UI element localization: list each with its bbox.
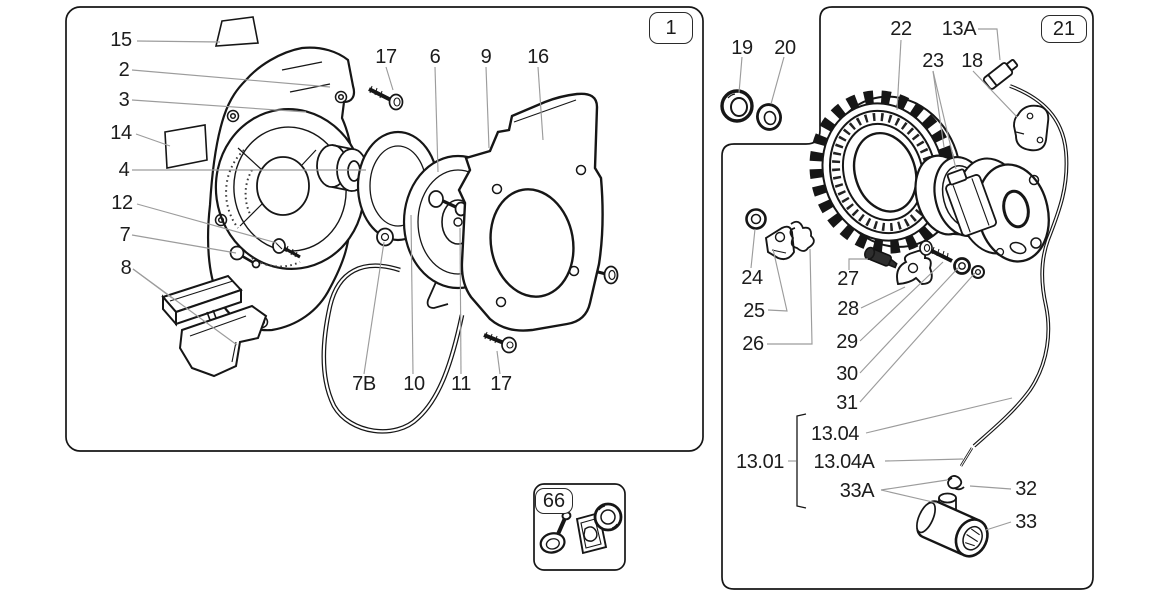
nut-7b: [376, 227, 394, 247]
leader-line-9: [485, 66, 490, 149]
decal-15: [214, 16, 259, 47]
leader-line-19: [738, 56, 743, 94]
panel-21-badge: 21: [1041, 15, 1087, 43]
gasket-16: [457, 92, 604, 332]
leader-line-3: [131, 99, 307, 113]
leader-line-20: [770, 56, 785, 105]
leader-line-26: [767, 248, 813, 345]
panel-1-frame: [65, 6, 704, 452]
washer-24: [745, 208, 767, 230]
decal-14: [164, 124, 208, 169]
leader-line-6: [434, 66, 439, 173]
leader-line-17: [496, 350, 501, 375]
leader-line-28: [860, 286, 906, 309]
leader-line-25: [767, 248, 788, 312]
leader-line-14: [135, 133, 171, 147]
flywheel-gear-22: [809, 90, 962, 254]
leader-line-16: [537, 66, 544, 141]
leader-line-22: [896, 39, 902, 111]
washer-31: [971, 265, 985, 279]
group-bracket-13-01: [796, 413, 807, 509]
sensor-bolt-27: [864, 246, 898, 269]
panel-1-badge: 1: [649, 12, 693, 44]
bracket-28: [896, 249, 933, 286]
leader-line-10: [410, 214, 414, 375]
panel-frames: [65, 6, 1094, 590]
panel-21-drawing: [720, 58, 1069, 558]
leader-line-24: [750, 228, 756, 269]
ignition-wire: [959, 84, 1069, 467]
cable-connector-13a: [982, 58, 1019, 90]
spring-32: [947, 475, 965, 491]
leader-line-8: [132, 268, 238, 346]
spark-plug-cap-33: [916, 492, 989, 558]
leader-line-2: [131, 69, 331, 88]
inset-seal-part: [593, 502, 623, 532]
leader-line-13-04a: [884, 458, 964, 462]
washer-20: [756, 103, 782, 131]
leader-line-23: [932, 70, 957, 170]
panel-1-drawing: [161, 16, 619, 434]
leader-line-30: [859, 266, 960, 374]
starter-lever: [178, 304, 268, 378]
leader-line-33: [985, 521, 1012, 531]
leader-line-7: [131, 234, 237, 254]
spring-26: [789, 220, 815, 252]
leader-line-33a: [880, 479, 948, 491]
panel-66-badge: 66: [535, 488, 573, 514]
stator-plate-18: [945, 157, 1050, 263]
leader-line-32: [969, 485, 1012, 490]
screw-17-top: [368, 85, 404, 111]
connector-plate-18: [1013, 104, 1050, 152]
leader-line-23: [932, 70, 945, 148]
bushing-19: [720, 89, 754, 123]
screw-17-bottom: [483, 331, 517, 354]
leader-line-18: [972, 70, 1018, 118]
leader-line-33a: [880, 489, 938, 504]
flanged-nut-30: [953, 257, 971, 275]
leader-line-11: [459, 227, 462, 375]
panel-21-frame: [721, 6, 1094, 590]
lever-rubber-pad: [161, 274, 243, 327]
leader-line-7b: [363, 241, 385, 375]
panel-66-frame: [533, 483, 626, 571]
leader-line-17: [385, 66, 394, 91]
leader-line-15: [136, 40, 221, 43]
starter-cable: [321, 263, 465, 434]
leader-line-13-04: [865, 397, 1013, 434]
leader-line-31: [859, 272, 976, 403]
leader-line-12: [136, 203, 278, 244]
pivot-bolt-7: [229, 245, 261, 269]
leader-line-13a: [978, 28, 1001, 61]
leader-line-27: [848, 258, 868, 270]
screw-29: [919, 240, 953, 263]
leader-line-29: [859, 261, 944, 342]
